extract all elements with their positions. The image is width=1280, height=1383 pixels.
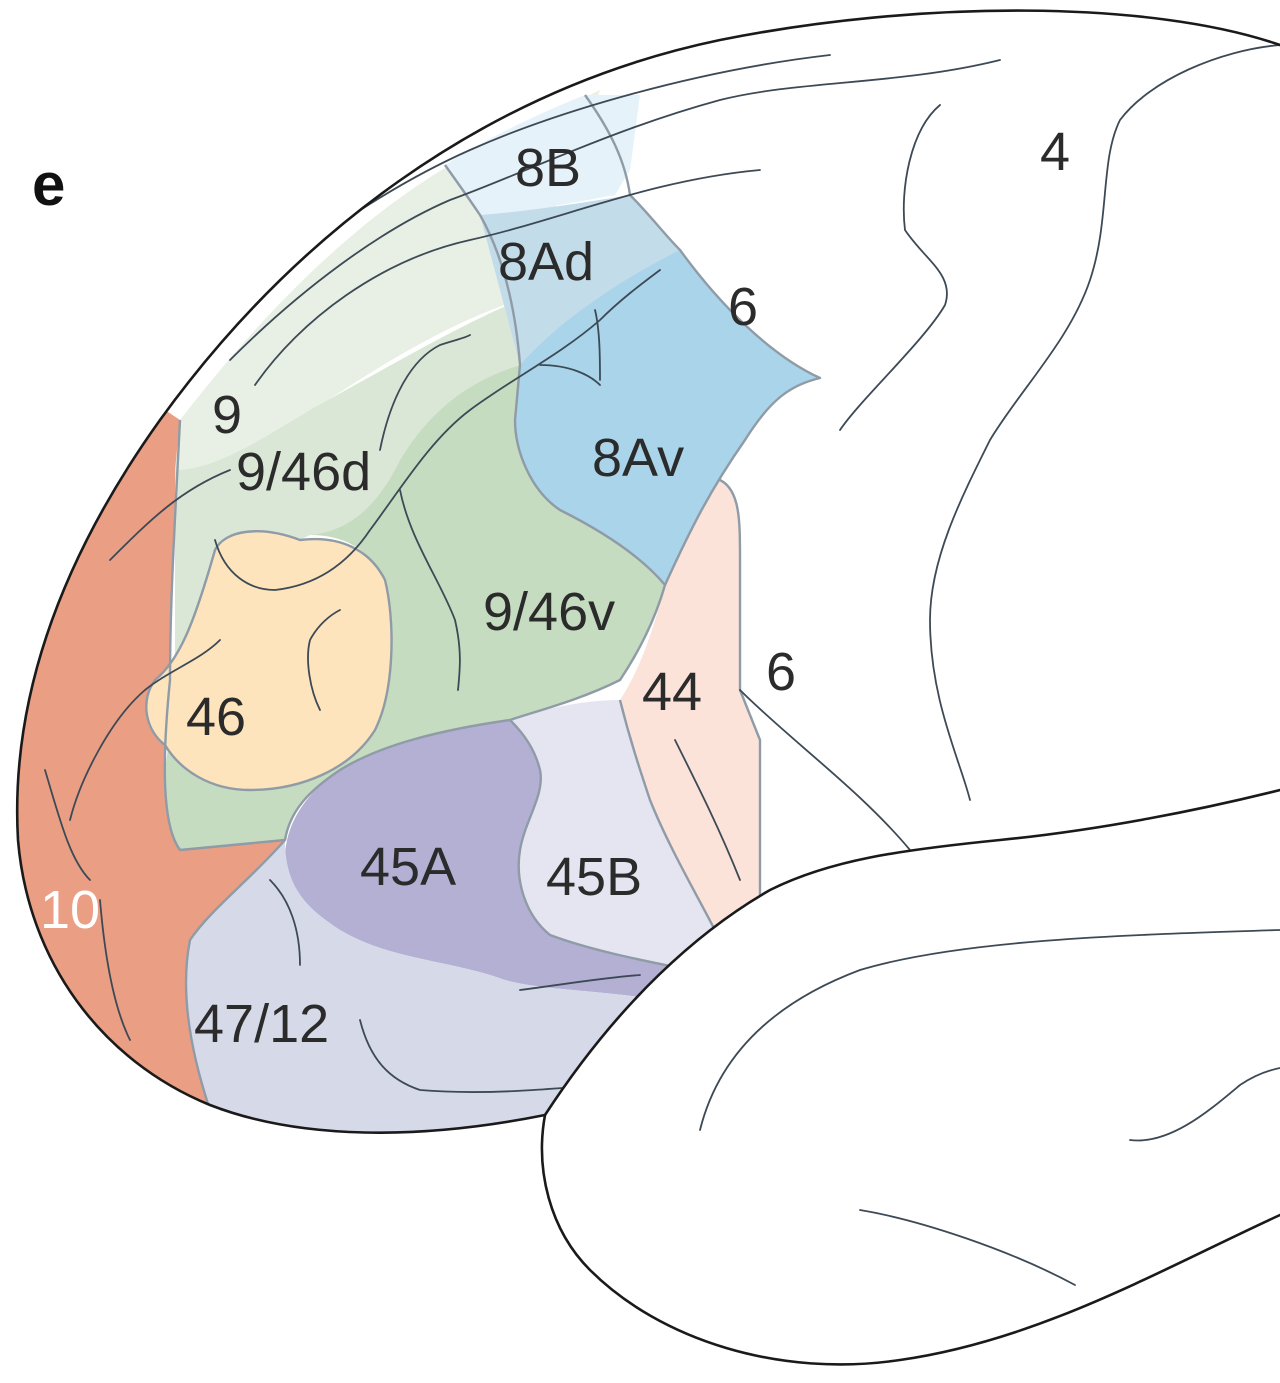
temporal-lobe	[542, 790, 1280, 1365]
area-8Av-region	[515, 250, 820, 585]
label-area-6-dorsal: 6	[728, 277, 758, 337]
label-area-8Av: 8Av	[592, 428, 684, 488]
label-area-4: 4	[1040, 122, 1070, 182]
label-area-9-46v: 9/46v	[483, 582, 615, 642]
premotor-sulci	[739, 44, 1280, 851]
label-area-6-ventral: 6	[766, 642, 796, 702]
area-45A-region	[285, 720, 690, 1000]
label-area-10: 10	[40, 880, 100, 940]
area-9-46d-region	[175, 300, 520, 670]
area-44-region	[620, 480, 760, 940]
label-area-8Ad: 8Ad	[498, 232, 594, 292]
area-8Ad-region	[480, 195, 680, 365]
outer-contours	[15, 9, 1280, 1366]
panel-letter: e	[32, 151, 65, 218]
label-area-47-12: 47/12	[194, 994, 329, 1054]
label-area-9: 9	[212, 385, 242, 445]
label-area-8B: 8B	[515, 138, 581, 198]
label-area-9-46d: 9/46d	[236, 442, 371, 502]
area-46-region	[146, 531, 392, 790]
area-9-46v-region	[164, 365, 665, 850]
temporal-sulci	[699, 929, 1280, 1286]
area-8B-region	[445, 95, 640, 215]
region-borders	[145, 94, 822, 1111]
label-area-44: 44	[642, 662, 702, 722]
area-45B-region	[510, 700, 720, 970]
label-area-46: 46	[186, 687, 246, 747]
area-47-12-region	[186, 840, 660, 1133]
label-area-45B: 45B	[546, 847, 642, 907]
label-area-45A: 45A	[360, 837, 456, 897]
